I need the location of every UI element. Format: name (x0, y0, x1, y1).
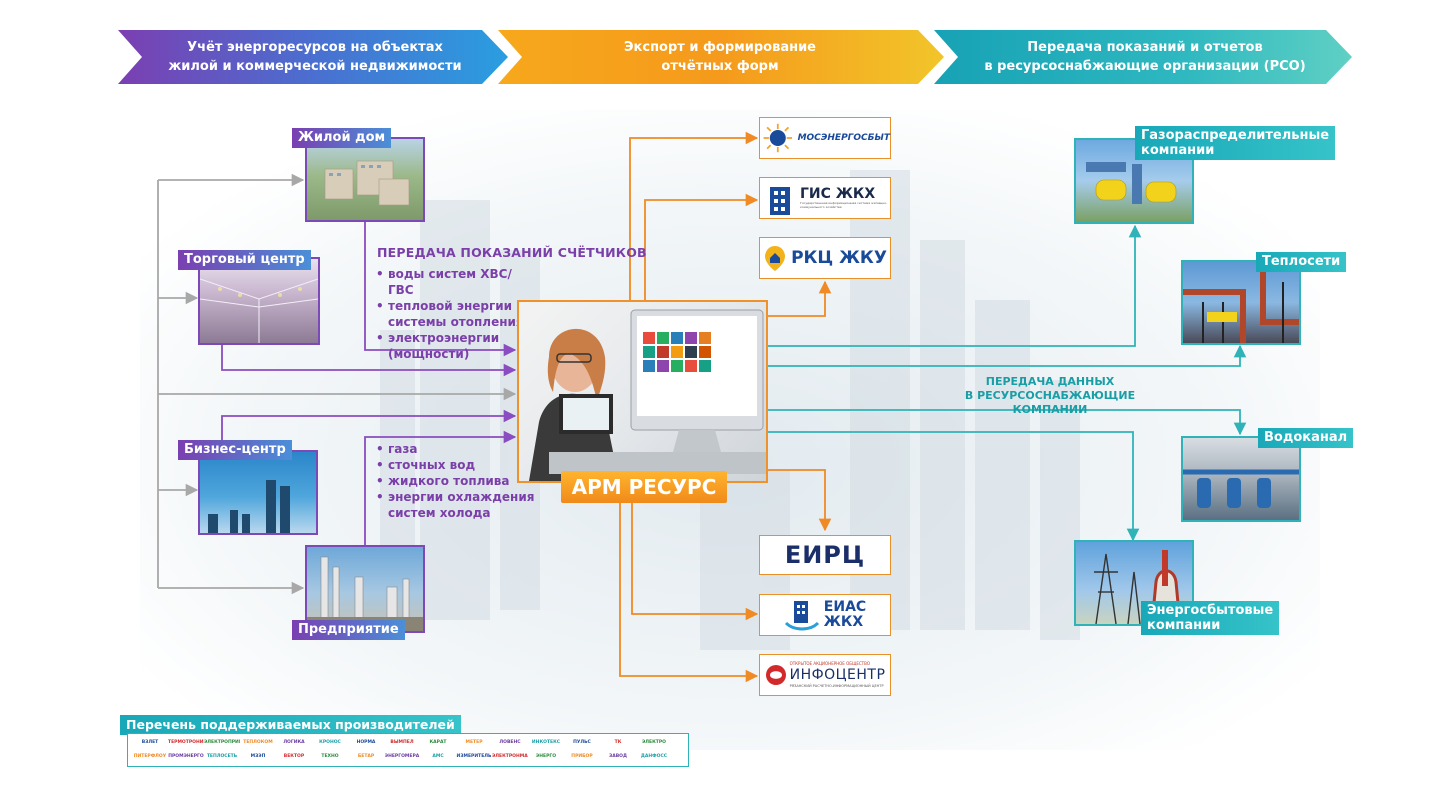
residential-label: Жилой дом (292, 128, 392, 148)
manufacturer-logo: ТЕРМОТРОНИК (168, 740, 204, 745)
header-export-line2: отчётных форм (661, 59, 779, 74)
logo-mosenergosbyt: МОСЭНЕРГОСБЫТ (759, 117, 891, 159)
header-arrow-accounting: Учёт энергоресурсов на объектах жилой и … (150, 38, 480, 76)
readings-item-fuel: жидкого топлива (376, 473, 536, 489)
readings-item-water: воды систем ХВС/ГВС (376, 266, 536, 298)
water-utility-label: Водоканал (1258, 428, 1354, 448)
header-transfer-line1: Передача показаний и отчетов (1027, 40, 1263, 55)
manufacturer-logo: КАРАТ (429, 740, 447, 745)
readings-item-heat-text: тепловой энергии (388, 299, 513, 313)
readings-item-electricity-cont: (мощности) (388, 347, 470, 361)
manufacturer-logo: ЭЛЕКТРОНМАШ (492, 754, 528, 759)
manufacturer-logo: НОРМА (356, 740, 376, 745)
gas-company-line1: Газораспределительные (1141, 128, 1330, 143)
arm-photo (517, 300, 768, 483)
manufacturer-logo: ВЫМПЕЛ (390, 740, 414, 745)
header-arrow-transfer: Передача показаний и отчетов в ресурсосн… (960, 38, 1330, 76)
residential-photo (305, 137, 425, 222)
manufacturer-logo: ИЗМЕРИТЕЛЬ (456, 754, 492, 759)
energy-company-line1: Энергосбытовые (1147, 603, 1274, 618)
rkc-zhku-text: РКЦ ЖКУ (791, 248, 887, 268)
readings-item-cooling-cont: систем холода (388, 506, 491, 520)
readings-item-heat-cont: системы отопления (388, 315, 524, 329)
enterprise-label: Предприятие (292, 620, 405, 640)
manufacturers-title: Перечень поддерживаемых производителей (120, 715, 461, 735)
heat-network-photo (1181, 260, 1301, 345)
transfer-text: ПЕРЕДАЧА ДАННЫХ В РЕСУРСОСНАБЖАЮЩИЕ КОМП… (930, 375, 1170, 417)
manufacturer-logo: ЗАВОД (609, 754, 627, 759)
gas-company-label: Газораспределительные компании (1135, 126, 1336, 160)
readings-item-cooling: энергии охлаждения систем холода (376, 489, 536, 521)
gas-company-line2: компании (1141, 143, 1215, 158)
manufacturer-logo: ДАНФОСС (640, 754, 668, 759)
manufacturer-logo: ПРОМЭНЕРГО (168, 754, 204, 759)
readings-item-heat: тепловой энергии системы отопления (376, 298, 536, 330)
infocenter-toptext: ОТКРЫТОЕ АКЦИОНЕРНОЕ ОБЩЕСТВО (789, 661, 871, 666)
manufacturer-logo: ПРИБОР (571, 754, 593, 759)
transfer-line1: ПЕРЕДАЧА ДАННЫХ (985, 375, 1115, 388)
header-export-line1: Экспорт и формирование (624, 40, 816, 55)
arm-label: АРМ РЕСУРС (561, 471, 727, 503)
logo-eirc: ЕИРЦ (759, 535, 891, 575)
readings-item-cooling-text: энергии охлаждения (388, 490, 535, 504)
manufacturer-logo: КРОНОС (319, 740, 341, 745)
manufacturer-logo: ЭЛЕКТРОПРИБОР (204, 740, 240, 745)
manufacturer-logo: БЕТАР (357, 754, 375, 759)
logo-rkc-zhku: РКЦ ЖКУ (759, 237, 891, 279)
manufacturer-logo: МЗЭП (250, 754, 266, 759)
energy-company-line2: компании (1147, 618, 1221, 633)
water-utility-photo (1181, 436, 1301, 522)
manufacturer-logo: ТЕПЛОСЕТЬ (206, 754, 238, 759)
manufacturer-logo: ПУЛЬС (573, 740, 591, 745)
readings-item-electricity-text: электроэнергии (388, 331, 500, 345)
manufacturer-logo: ПИТЕРФЛОУ (133, 754, 167, 759)
header-transfer-line2: в ресурсоснабжающие организации (РСО) (984, 59, 1306, 74)
mall-photo (198, 257, 320, 345)
business-photo (198, 450, 318, 535)
manufacturer-logo: ВЗЛЕТ (141, 740, 159, 745)
readings-list-1: воды систем ХВС/ГВС тепловой энергии сист… (376, 266, 536, 362)
header-arrow-export: Экспорт и формирование отчётных форм (530, 38, 910, 76)
infocenter-subtext: РЯЗАНСКИЙ РАСЧЕТНО-ИНФОРМАЦИОННЫЙ ЦЕНТР (789, 684, 884, 688)
manufacturer-logo: АМС (432, 754, 444, 759)
header-arrows (118, 30, 1352, 84)
readings-item-electricity: электроэнергии (мощности) (376, 330, 536, 362)
gis-zhkh-text: ГИС ЖКХ (800, 186, 876, 202)
business-label: Бизнес-центр (178, 440, 292, 460)
gis-zhkh-subtext: Государственная информационная система ж… (800, 201, 888, 209)
manufacturer-logo: ИНКОТЕКС (531, 740, 561, 745)
header-accounting-line1: Учёт энергоресурсов на объектах (187, 40, 443, 55)
manufacturer-logo: ЭНЕРГОМЕРА (384, 754, 420, 759)
manufacturer-logo: ТЕХНО (321, 754, 339, 759)
readings-item-gas: газа (376, 441, 536, 457)
logo-eias-zhkh: ЕИАС ЖКХ (759, 594, 891, 636)
mosenergosbyt-text: МОСЭНЕРГОСБЫТ (797, 133, 890, 143)
zhkh-text: ЖКХ (823, 614, 864, 630)
readings-list-2: газа сточных вод жидкого топлива энергии… (376, 441, 536, 521)
manufacturer-logo: ВЕКТОР (283, 754, 305, 759)
header-accounting-line2: жилой и коммерческой недвижимости (168, 59, 462, 74)
manufacturer-logo: МЕТЕР (465, 740, 483, 745)
manufacturer-logo: ЛОВЕНС (499, 740, 521, 745)
eirc-text: ЕИРЦ (784, 541, 866, 569)
manufacturer-logo: ЭНЕРГО (535, 754, 557, 759)
energy-company-label: Энергосбытовые компании (1141, 601, 1280, 635)
manufacturer-logo: ТЕПЛОКОМ (243, 740, 273, 745)
manufacturers-logos: ВЗЛЕТТЕРМОТРОНИКЭЛЕКТРОПРИБОРТЕПЛОКОМЛОГ… (128, 734, 688, 766)
manufacturer-logo: ТК (614, 740, 622, 745)
manufacturers-panel: ВЗЛЕТТЕРМОТРОНИКЭЛЕКТРОПРИБОРТЕПЛОКОМЛОГ… (127, 733, 689, 767)
transfer-line2: В РЕСУРСОСНАБЖАЮЩИЕ КОМПАНИИ (964, 389, 1136, 416)
infocenter-text: ИНФОЦЕНТР (789, 667, 886, 683)
heat-network-label: Теплосети (1256, 252, 1347, 272)
manufacturer-logo: ЭЛЕКТРО (642, 740, 666, 745)
readings-title: ПЕРЕДАЧА ПОКАЗАНИЙ СЧЁТЧИКОВ (377, 245, 647, 260)
mall-label: Торговый центр (178, 250, 311, 270)
logo-infocenter: ОТКРЫТОЕ АКЦИОНЕРНОЕ ОБЩЕСТВО ИНФОЦЕНТР … (759, 654, 891, 696)
eias-text: ЕИАС (823, 599, 867, 615)
readings-item-sewage: сточных вод (376, 457, 536, 473)
logo-gis-zhkh: ГИС ЖКХ Государственная информационная с… (759, 177, 891, 219)
manufacturer-logo: ЛОГИКА (283, 740, 305, 745)
